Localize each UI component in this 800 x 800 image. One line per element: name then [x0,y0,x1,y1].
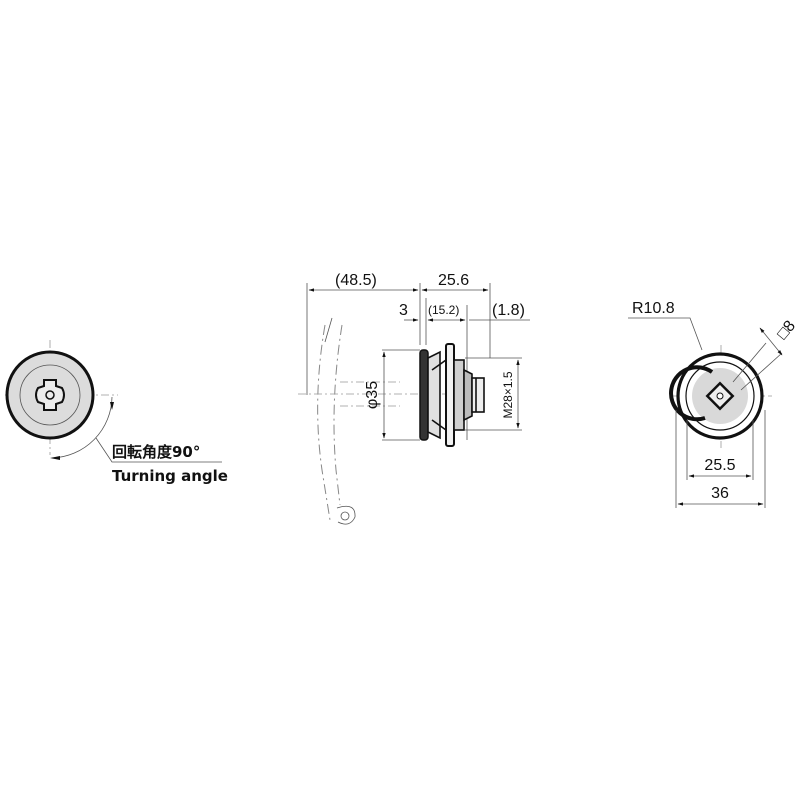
side-view: (48.5) 25.6 3 (15.2) (1.8) φ35 [298,272,530,525]
threaded-body [453,359,465,431]
dim-thread: M28×1.5 [501,371,515,418]
dim-overall-handle: (48.5) [335,272,377,289]
r10-8-leader [628,317,703,351]
turning-angle-label-en: Turning angle [112,467,228,485]
handle-end-hole [340,511,350,521]
dim-line-sq8 [759,327,783,356]
arc-arrow-bottom [50,456,60,460]
handle-end-hook [336,505,356,525]
key-plug-icon [35,379,65,411]
handle-phantom-inner [333,324,343,506]
panel-nut [445,343,455,447]
washer-detail [431,359,447,431]
dim-inner-diameter: 25.5 [704,457,735,474]
dim-flange-diameter: φ35 [364,381,381,409]
dim-thread-length: (15.2) [428,303,459,317]
ext-sq8-b [740,352,783,391]
square-shaft [471,377,485,413]
dim-square-drive: □8 [774,317,799,342]
square-drive-hole [716,392,724,400]
wave-washer [427,350,441,440]
body-step [463,368,473,422]
dim-outer-diameter: 36 [711,485,729,502]
key-hole [45,390,55,400]
turning-angle-label-jp: 回転角度90° [112,443,200,461]
handle-phantom-outer [317,324,331,521]
cam-arc [669,365,714,422]
turning-angle-leader [95,437,222,463]
front-flange [419,349,429,441]
rear-view: R10.8 □8 25.5 36 [628,300,799,508]
front-view: 回転角度90° Turning angle [5,340,228,485]
handle-top [324,317,333,343]
dim-flange-thickness: 3 [399,302,408,319]
dim-tip-length: (1.8) [492,302,525,319]
dim-cam-radius: R10.8 [632,300,675,317]
turning-angle-arc [51,396,113,459]
arc-arrow-top [110,402,114,410]
dim-body-length: 25.6 [438,272,469,289]
front-inner-ring [19,364,81,426]
